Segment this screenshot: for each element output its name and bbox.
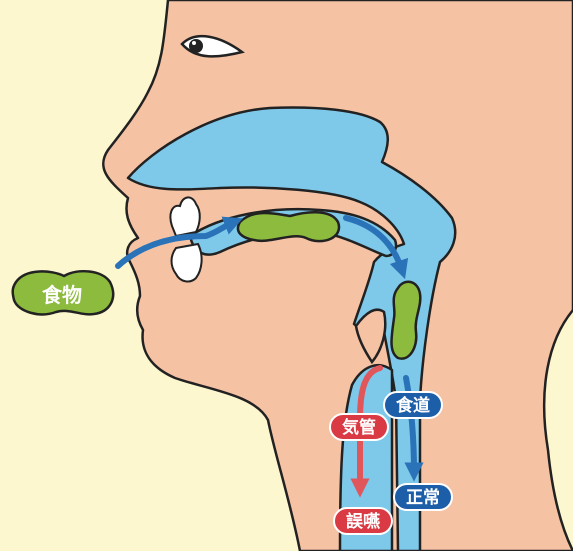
label-esophagus: 食道 xyxy=(384,392,442,418)
lower-teeth xyxy=(172,244,202,281)
label-aspiration-text: 誤嚥 xyxy=(346,511,380,532)
label-normal: 正常 xyxy=(394,484,452,510)
label-aspiration: 誤嚥 xyxy=(334,508,392,534)
label-food-text: 食物 xyxy=(42,283,82,307)
food-bolus-mouth xyxy=(238,212,339,241)
label-trachea: 気管 xyxy=(330,414,388,440)
pupil xyxy=(189,39,203,53)
label-food: 食物 xyxy=(42,283,82,307)
label-esophagus-text: 食道 xyxy=(396,395,430,416)
label-trachea-text: 気管 xyxy=(341,417,376,438)
label-normal-text: 正常 xyxy=(406,487,440,508)
